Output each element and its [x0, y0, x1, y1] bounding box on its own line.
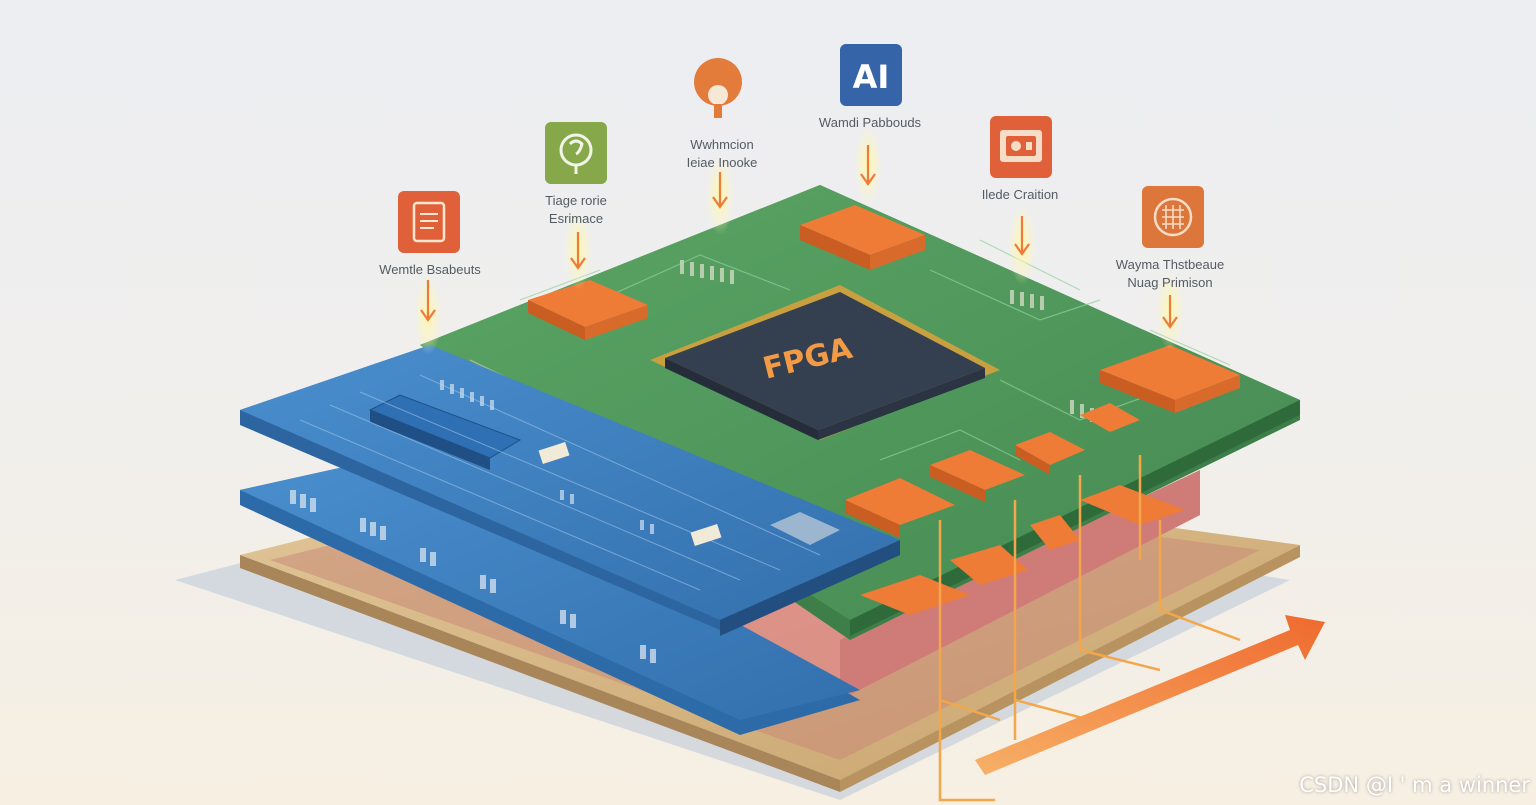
label-1: Wemtle Bsabeuts [379, 262, 481, 277]
watermark: CSDN @I ' m a winner [1299, 773, 1530, 797]
grid-icon [1142, 186, 1204, 248]
link-icon [545, 122, 607, 184]
input-arrows [414, 125, 1184, 355]
label-6: Wayma Thstbeaue Nuag Primison [1115, 257, 1225, 290]
fpga-chip: FPGA [650, 285, 1000, 440]
ai-icon: AI [840, 44, 902, 106]
blue-main-board [240, 345, 900, 636]
orange-components [528, 205, 1240, 615]
ai-badge: AI [853, 58, 890, 96]
blue-lower-board [240, 450, 860, 735]
label-3: Wwhmcion Ieiae Inooke [686, 137, 758, 170]
document-icon [398, 191, 460, 253]
camera-icon [990, 116, 1052, 178]
label-5: Ilede Craition [981, 187, 1059, 202]
bulb-icon [694, 58, 742, 118]
label-4: Wamdi Pabbouds [818, 115, 922, 130]
signal-lines [938, 455, 1241, 802]
label-2: Tiage rorie Esrimace [545, 193, 607, 226]
data-flow-arrow [975, 615, 1325, 775]
